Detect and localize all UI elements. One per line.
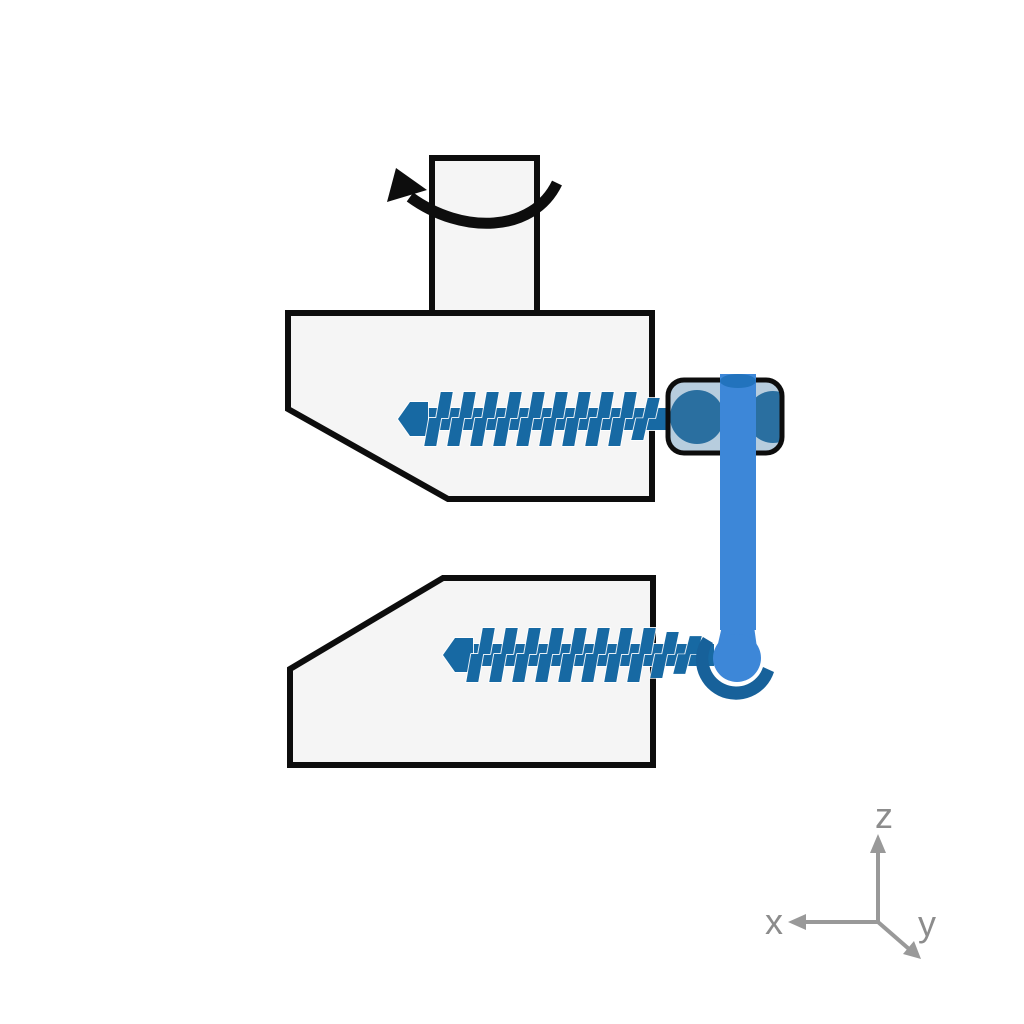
rotation-arrowhead [387,168,427,202]
axis-z-arrowhead [870,834,886,853]
rod-ball-tip [713,634,761,682]
rotation-arrow-icon [387,168,562,229]
axis-triad-icon: z x y [765,795,936,959]
axis-y-line [876,920,911,951]
grip-arc [695,637,774,700]
axis-y-label: y [918,903,936,944]
spindle-shaft [429,155,540,319]
axis-y-arrowhead [903,941,921,959]
rod-body [720,374,756,630]
connector-bearing-right [747,391,780,443]
rotation-arc [406,180,562,229]
axis-z-label: z [875,795,893,836]
rod-top-cap [720,374,756,388]
axis-x-label: x [765,901,783,942]
connector-bearing-left [670,390,724,444]
vertical-rod [713,374,761,682]
axis-x-arrowhead [788,914,806,930]
